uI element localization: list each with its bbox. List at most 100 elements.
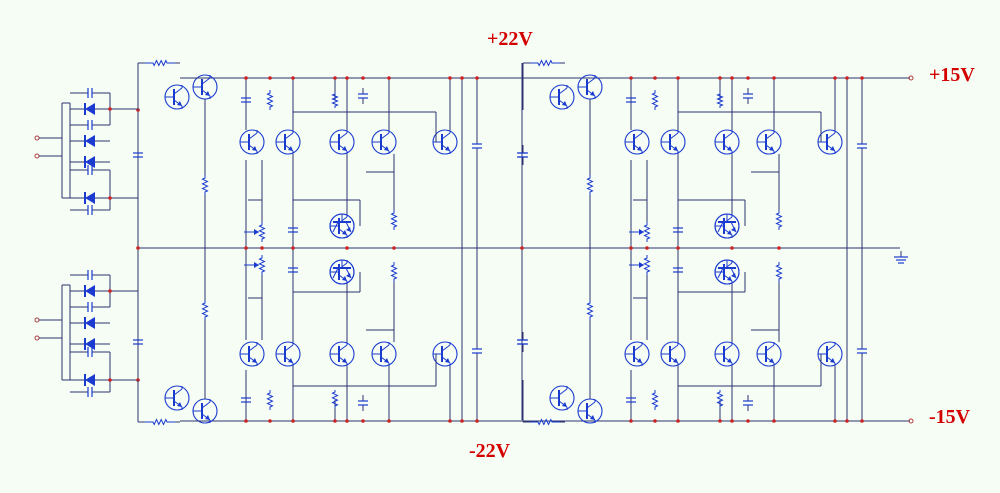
junction-dot [244, 76, 248, 80]
capacitor-icon [857, 140, 867, 152]
npn-transistor-icon [192, 74, 218, 100]
potentiometer-icon [629, 229, 644, 235]
capacitor-icon [70, 165, 110, 175]
junction-dot [645, 246, 649, 250]
resistor-icon [201, 300, 209, 320]
capacitor-icon [743, 395, 753, 411]
capacitor-icon [241, 92, 251, 108]
junction-dot [718, 76, 722, 80]
junction-dot [860, 419, 864, 423]
ground-icon [894, 251, 908, 264]
resistor-icon [775, 262, 783, 282]
junction-dot [833, 419, 837, 423]
npn-transistor-icon [371, 129, 397, 155]
capacitor-icon [288, 265, 298, 275]
capacitor-icon [472, 345, 482, 357]
npn-transistor-icon [275, 129, 301, 155]
npn-transistor-icon [192, 398, 218, 424]
npn-transistor-icon [817, 129, 843, 155]
resistor-icon [331, 92, 339, 108]
junction-dot [460, 76, 464, 80]
junction-dot [291, 76, 295, 80]
terminal-icon [34, 153, 40, 159]
resistor-icon [145, 418, 175, 426]
terminal-icon [34, 335, 40, 341]
npn-transistor-icon [432, 129, 458, 155]
diode-icon [70, 103, 110, 115]
resistor-icon [530, 59, 560, 67]
junction-dot [730, 76, 734, 80]
diode-icon [70, 317, 110, 329]
potentiometer-icon [629, 262, 644, 268]
npn-transistor-icon [660, 341, 686, 367]
junction-dot [387, 419, 391, 423]
junction-dot [718, 419, 722, 423]
junction-dot [730, 419, 734, 423]
resistor-icon [390, 262, 398, 282]
junction-dot [629, 76, 633, 80]
npn-transistor-icon [329, 341, 355, 367]
diode-icon [70, 338, 110, 350]
junction-dot [676, 76, 680, 80]
junction-dot [244, 246, 248, 250]
npn-transistor-icon [432, 341, 458, 367]
npn-transistor-icon [756, 341, 782, 367]
npn-transistor-icon [577, 398, 603, 424]
diode-icon [70, 135, 110, 147]
junction-dot [520, 246, 524, 250]
pnp-transistor-icon [714, 259, 740, 285]
junction-dot [345, 246, 349, 250]
capacitor-icon [70, 88, 110, 98]
junction-dot [333, 76, 337, 80]
junction-dot [845, 76, 849, 80]
junction-dot [448, 76, 452, 80]
capacitor-icon [133, 332, 143, 352]
resistor-icon [390, 210, 398, 230]
capacitor-icon [241, 392, 251, 408]
npn-transistor-icon [624, 341, 650, 367]
junction-dot [833, 76, 837, 80]
capacitor-icon [70, 120, 110, 130]
capacitor-icon [517, 332, 527, 352]
junction-dot [746, 76, 750, 80]
pnp-transistor-icon [329, 213, 355, 239]
resistor-icon [266, 90, 274, 110]
rail-label-plus-22v: +22V [487, 28, 533, 50]
resistor-icon [716, 390, 724, 408]
capacitor-icon [626, 392, 636, 408]
npn-transistor-icon [624, 129, 650, 155]
junction-dot [777, 246, 781, 250]
resistor-icon [145, 59, 175, 67]
npn-transistor-icon [714, 341, 740, 367]
junction-dot [653, 76, 657, 80]
resistor-icon [716, 92, 724, 108]
resistor-icon [586, 175, 594, 195]
junction-dot [291, 246, 295, 250]
capacitor-icon [743, 88, 753, 104]
junction-dot [676, 246, 680, 250]
capacitor-icon [857, 345, 867, 357]
npn-transistor-icon [239, 341, 265, 367]
resistor-icon [643, 222, 651, 242]
resistor-icon [201, 175, 209, 195]
junction-dot [772, 76, 776, 80]
junction-dot [772, 419, 776, 423]
potentiometer-icon [244, 262, 259, 268]
junction-dot [244, 419, 248, 423]
capacitor-icon [472, 140, 482, 152]
capacitor-icon [133, 145, 143, 165]
junction-dot [460, 419, 464, 423]
junction-dot [268, 419, 272, 423]
junction-dot [291, 419, 295, 423]
junction-dot [387, 76, 391, 80]
junction-dot [629, 246, 633, 250]
junction-dot [845, 419, 849, 423]
npn-transistor-icon [239, 129, 265, 155]
npn-transistor-icon [660, 129, 686, 155]
capacitor-icon [517, 145, 527, 165]
junction-dot [361, 419, 365, 423]
junction-dot [392, 246, 396, 250]
resistor-icon [530, 418, 560, 426]
npn-transistor-icon [164, 84, 190, 110]
rail-label-minus-22v: -22V [469, 440, 511, 462]
